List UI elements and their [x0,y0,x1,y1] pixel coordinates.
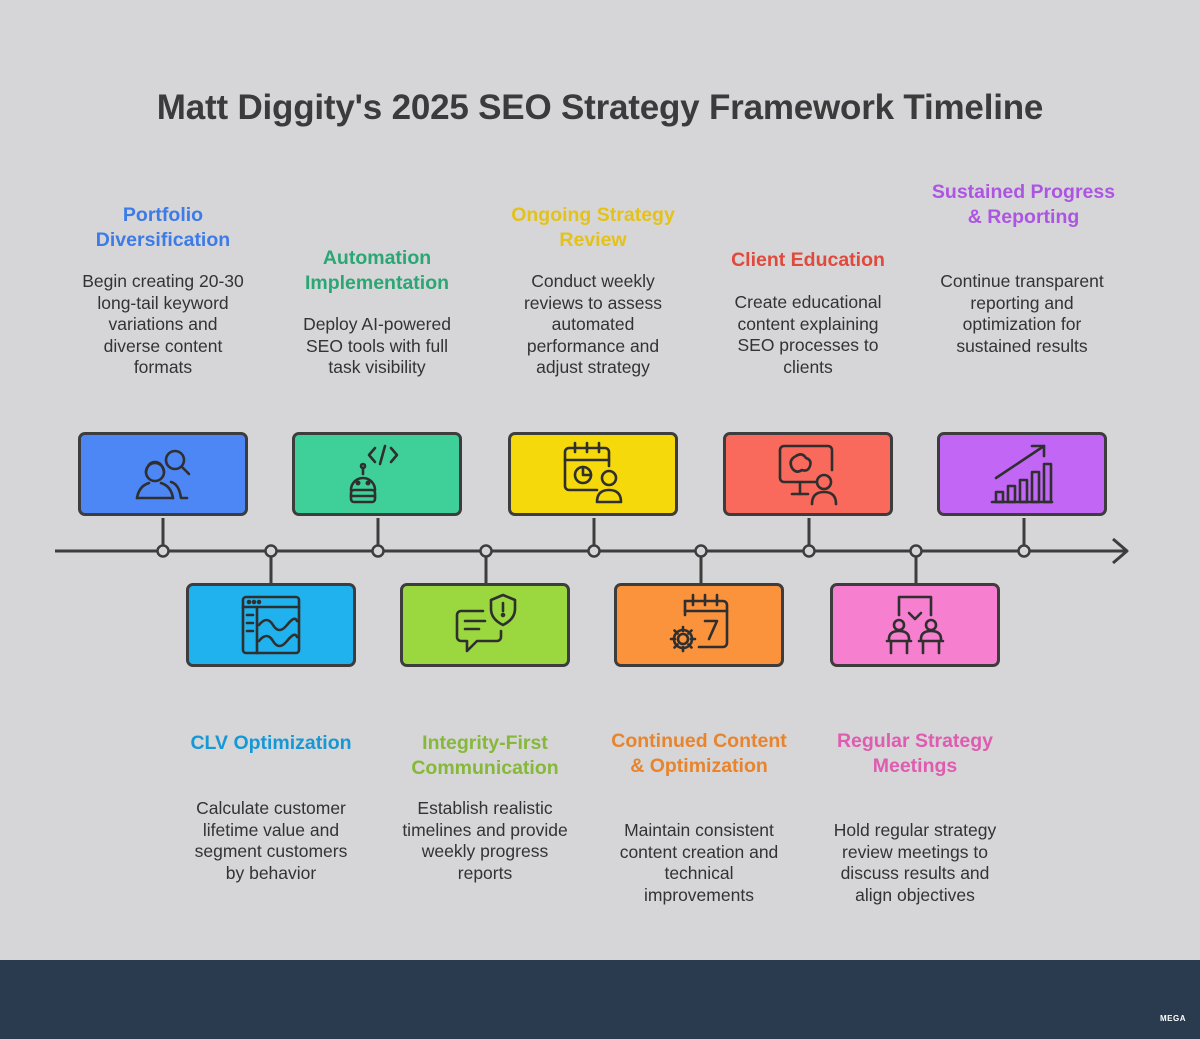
timeline-node [156,544,170,558]
timeline-node [694,544,708,558]
step-desc-ongoing-strategy-review: Conduct weekly reviews to assess automat… [523,271,663,377]
brand-logo: MEGA [1160,1014,1186,1023]
timeline-node [802,544,816,558]
presentation-icon [778,444,838,506]
step-card-integrity-first-communication [400,583,570,667]
step-title-clv-optimization: CLV Optimization [190,732,352,754]
step-desc-sustained-progress-reporting: Continue transparent reporting and optim… [940,271,1104,356]
timeline-node [1017,544,1031,558]
step-card-client-education [723,432,893,516]
timeline-node [587,544,601,558]
chat-shield-icon [455,593,517,653]
meeting-icon [885,595,945,655]
step-card-sustained-progress-reporting [937,432,1107,516]
step-card-ongoing-strategy-review [508,432,678,516]
step-card-automation-implementation [292,432,462,516]
step-title-client-education: Client Education [731,249,885,271]
timeline-axis [55,518,1129,584]
robot-code-icon [349,444,399,504]
step-title-sustained-progress-reporting: Sustained Progress & Reporting [931,181,1116,228]
step-desc-client-education: Create educational content explaining SE… [734,292,882,377]
step-title-ongoing-strategy-review: Ongoing Strategy Review [511,204,675,251]
step-title-integrity-first-communication: Integrity-First Communication [411,732,559,779]
step-desc-clv-optimization: Calculate customer lifetime value and se… [194,798,348,883]
dashboard-chart-icon [241,595,301,655]
page-title: Matt Diggity's 2025 SEO Strategy Framewo… [156,88,1044,127]
step-title-continued-content-optimization: Continued Content & Optimization [611,730,787,777]
calendar-gear-icon [669,593,729,653]
step-card-portfolio-diversification [78,432,248,516]
calendar-review-icon [563,441,623,504]
step-title-automation-implementation: Automation Implementation [304,247,450,294]
step-card-regular-strategy-meetings [830,583,1000,667]
step-desc-portfolio-diversification: Begin creating 20-30 long-tail keyword v… [82,271,244,377]
step-desc-automation-implementation: Deploy AI-powered SEO tools with full ta… [303,314,451,377]
step-desc-regular-strategy-meetings: Hold regular strategy review meetings to… [833,820,997,905]
timeline-node [909,544,923,558]
timeline-node [479,544,493,558]
step-card-clv-optimization [186,583,356,667]
step-card-continued-content-optimization [614,583,784,667]
people-search-icon [135,449,191,500]
footer-bar: MEGA [0,960,1200,1039]
diagram-canvas: Matt Diggity's 2025 SEO Strategy Framewo… [55,88,1129,905]
timeline-node [371,544,385,558]
timeline-node [264,544,278,558]
step-desc-continued-content-optimization: Maintain consistent content creation and… [619,820,779,905]
step-title-portfolio-diversification: Portfolio Diversification [95,204,231,251]
growth-chart-icon [990,444,1054,504]
step-desc-integrity-first-communication: Establish realistic timelines and provid… [402,798,568,883]
step-title-regular-strategy-meetings: Regular Strategy Meetings [836,730,994,777]
